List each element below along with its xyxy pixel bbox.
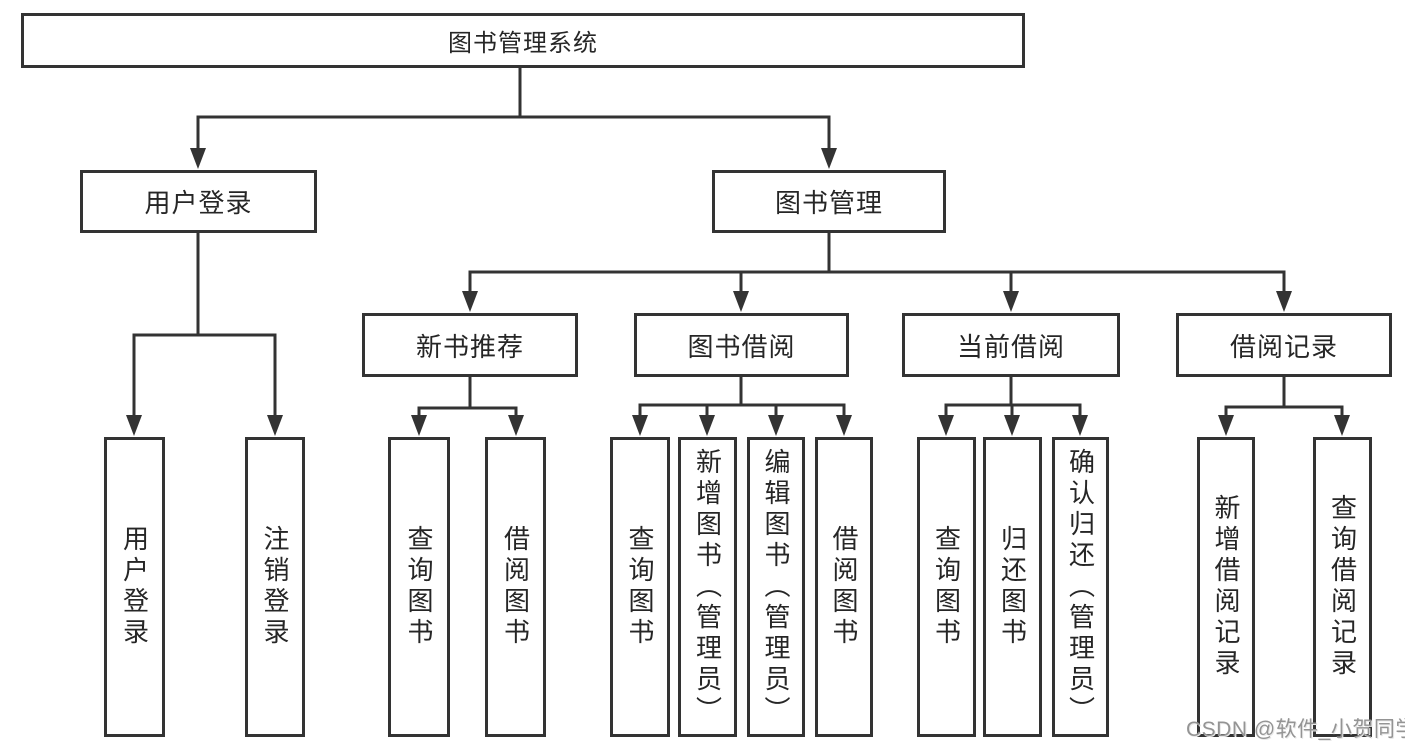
node-new-book-recommend: 新书推荐 — [362, 313, 578, 377]
leaf-borrowing-query-books-label: 查询图书 — [625, 525, 655, 649]
leaf-records-query-record-label: 查询借阅记录 — [1327, 494, 1358, 680]
leaf-records-add-record-label: 新增借阅记录 — [1211, 494, 1241, 680]
leaf-current-return-books-label: 归还图书 — [997, 525, 1028, 649]
node-book-management: 图书管理 — [712, 170, 946, 233]
leaf-records-query-record: 查询借阅记录 — [1313, 437, 1372, 737]
leaf-borrowing-borrow-books-label: 借阅图书 — [829, 525, 859, 649]
leaf-logout: 注销登录 — [245, 437, 305, 737]
leaf-newbooks-query-books: 查询图书 — [388, 437, 450, 737]
leaf-newbooks-borrow-books-label: 借阅图书 — [500, 525, 531, 649]
node-borrowing-records: 借阅记录 — [1176, 313, 1392, 377]
leaf-current-query-books-label: 查询图书 — [931, 525, 962, 649]
leaf-borrowing-add-books-admin-label: 新增图书（管理员） — [692, 447, 723, 727]
node-library-management-system: 图书管理系统 — [21, 13, 1025, 68]
leaf-current-query-books: 查询图书 — [917, 437, 976, 737]
watermark: CSDN @软件_小贺同学 — [1186, 718, 1405, 741]
leaf-user-login-label: 用户登录 — [119, 525, 150, 649]
leaf-current-return-books: 归还图书 — [983, 437, 1042, 737]
leaf-borrowing-edit-books-admin-label: 编辑图书（管理员） — [761, 447, 791, 727]
leaf-borrowing-query-books: 查询图书 — [610, 437, 670, 737]
leaf-records-add-record: 新增借阅记录 — [1197, 437, 1255, 737]
leaf-borrowing-edit-books-admin: 编辑图书（管理员） — [747, 437, 805, 737]
leaf-newbooks-query-books-label: 查询图书 — [404, 525, 434, 649]
node-user-login: 用户登录 — [80, 170, 317, 233]
leaf-current-confirm-return-admin-label: 确认归还（管理员） — [1065, 447, 1096, 727]
node-book-borrowing: 图书借阅 — [634, 313, 849, 377]
leaf-newbooks-borrow-books: 借阅图书 — [485, 437, 546, 737]
node-current-borrowing: 当前借阅 — [902, 313, 1120, 377]
leaf-borrowing-add-books-admin: 新增图书（管理员） — [678, 437, 737, 737]
leaf-logout-label: 注销登录 — [260, 525, 290, 649]
leaf-current-confirm-return-admin: 确认归还（管理员） — [1052, 437, 1109, 737]
leaf-borrowing-borrow-books: 借阅图书 — [815, 437, 873, 737]
leaf-user-login: 用户登录 — [104, 437, 165, 737]
